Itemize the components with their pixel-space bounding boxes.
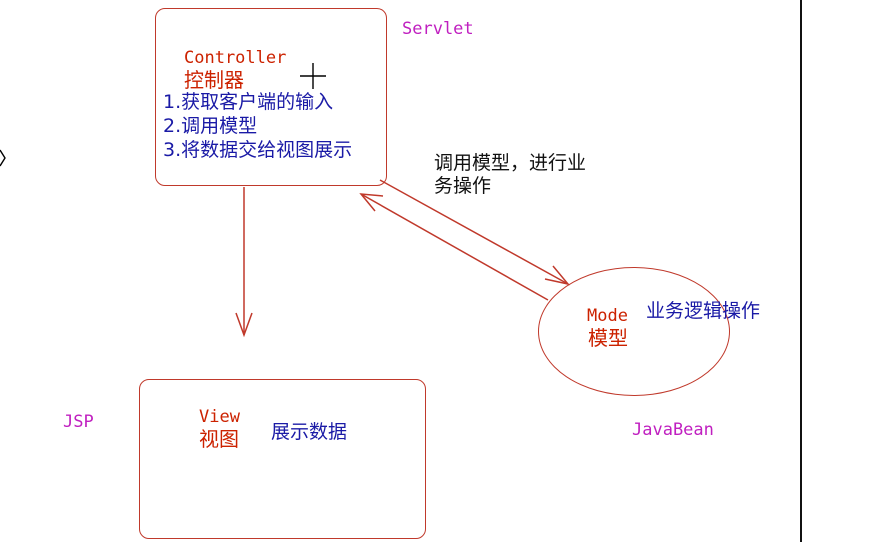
controller-to-model-arrow [379,179,570,286]
crosshair-cursor-icon [300,63,326,89]
jsp-label: JSP [63,412,94,432]
pointer-fragment-icon [0,149,6,167]
controller-item-2: 2.调用模型 [163,115,258,137]
model-title-en: Mode [587,306,628,326]
controller-box [155,8,387,186]
controller-to-view-arrow [235,187,253,338]
arrow-label-line2: 务操作 [434,175,492,197]
view-title-en: View [199,407,240,427]
controller-item-1: 1.获取客户端的输入 [163,91,334,113]
servlet-label: Servlet [402,19,474,39]
view-desc: 展示数据 [271,421,348,443]
controller-title-en: Controller [184,48,287,68]
model-desc: 业务逻辑操作 [646,300,761,322]
window-edge [800,0,802,542]
view-box [139,379,426,539]
model-to-controller-arrow [359,193,549,301]
controller-title-cn: 控制器 [184,68,244,92]
view-title-cn: 视图 [199,427,239,451]
javabean-label: JavaBean [632,420,714,440]
arrow-label-line1: 调用模型，进行业 [434,152,587,174]
model-ellipse [538,267,730,396]
model-title-cn: 模型 [588,326,628,350]
controller-item-3: 3.将数据交给视图展示 [163,139,353,161]
